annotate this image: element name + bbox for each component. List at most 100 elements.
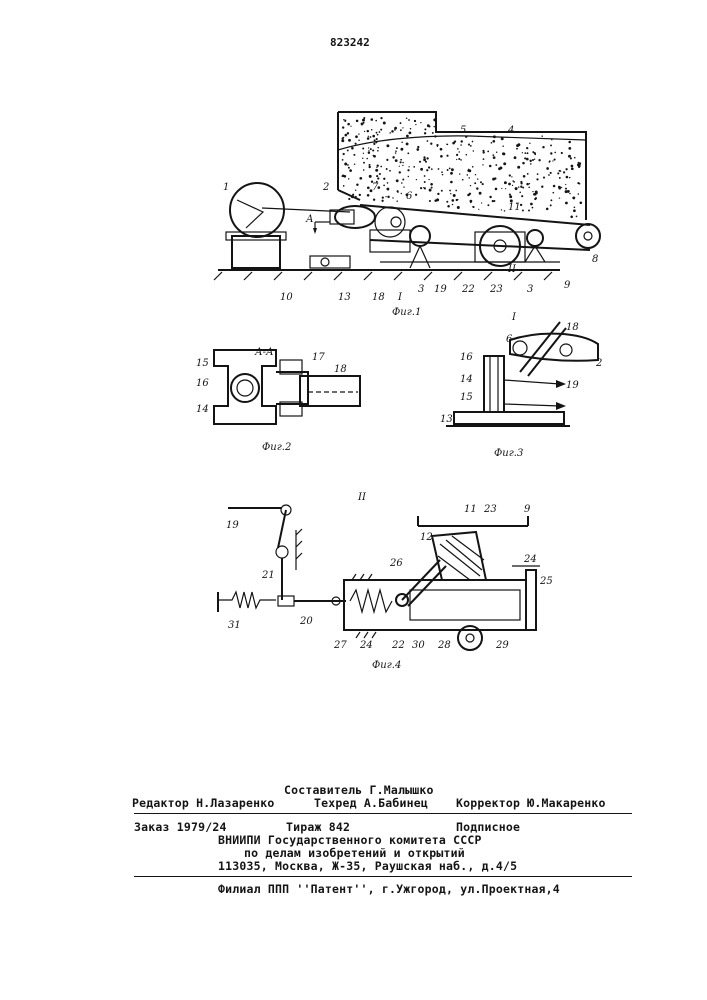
fig2-label-17: 17 xyxy=(312,352,325,363)
grain-dot xyxy=(424,175,426,177)
grain-dot xyxy=(345,134,348,137)
grain-dot xyxy=(520,186,522,188)
grain-dot xyxy=(369,166,371,168)
grain-dot xyxy=(358,133,359,134)
grain-dot xyxy=(550,144,552,146)
grain-dot xyxy=(356,120,359,123)
fig1-label-5: 5 xyxy=(460,125,466,136)
grain-dot xyxy=(409,132,412,135)
grain-dot xyxy=(355,135,358,138)
grain-dot xyxy=(559,197,560,198)
grain-dot xyxy=(363,162,365,164)
grain-dot xyxy=(495,188,498,191)
grain-dot xyxy=(377,147,379,149)
grain-dot xyxy=(563,171,565,173)
grain-dot xyxy=(417,146,419,148)
fig4-label-12: 12 xyxy=(420,532,433,543)
grain-dot xyxy=(446,144,447,145)
grain-dot xyxy=(343,137,344,138)
grain-dot xyxy=(550,172,552,174)
grain-dot xyxy=(492,200,494,202)
grain-dot xyxy=(377,134,379,136)
grain-dot xyxy=(482,183,484,185)
grain-dot xyxy=(546,208,549,211)
grain-dot xyxy=(452,199,455,202)
grain-dot xyxy=(447,169,449,171)
grain-dot xyxy=(550,152,552,154)
grain-dot xyxy=(367,194,370,197)
grain-dot xyxy=(440,148,443,151)
grain-dot xyxy=(420,168,423,171)
grain-dot xyxy=(419,161,421,163)
imprint-compiler: Составитель Г.Малышко xyxy=(284,783,434,797)
grain-dot xyxy=(529,160,531,162)
grain-dot xyxy=(397,190,399,192)
grain-dot xyxy=(429,189,432,192)
grain-dot xyxy=(512,180,514,182)
grain-dot xyxy=(509,174,511,176)
grain-dot xyxy=(425,161,427,163)
fig1-label-13: 13 xyxy=(338,292,351,303)
grain-dot xyxy=(391,130,394,133)
grain-dot xyxy=(462,179,464,181)
grain-dot xyxy=(516,148,518,150)
grain-dot xyxy=(468,144,470,146)
grain-dot xyxy=(401,193,402,194)
grain-dot xyxy=(554,159,556,161)
grain-dot xyxy=(479,192,482,195)
grain-dot xyxy=(457,148,459,150)
grain-dot xyxy=(348,178,349,179)
fig4-label-21: 21 xyxy=(261,570,275,581)
grain-dot xyxy=(565,168,567,170)
fig4-label-9: 9 xyxy=(524,504,531,515)
grain-dot xyxy=(537,173,539,175)
fig4-label-28: 28 xyxy=(437,640,451,651)
grain-dot xyxy=(355,143,357,145)
fig1-detail-mark-2: II xyxy=(507,264,517,275)
grain-dot xyxy=(573,209,576,212)
grain-dot xyxy=(568,147,571,150)
grain-dot xyxy=(452,142,455,145)
grain-dot xyxy=(416,179,417,180)
grain-dot xyxy=(522,210,524,212)
fig3-caption: Фиг.3 xyxy=(494,448,523,459)
imprint-circulation: Тираж 842 xyxy=(286,820,350,834)
grain-dot xyxy=(359,194,361,196)
grain-dot xyxy=(373,155,375,157)
figure-3-drawing: I 6 18 2 16 14 15 19 13 Фиг.3 xyxy=(440,312,602,459)
grain-dot xyxy=(347,164,349,166)
grain-dot xyxy=(377,150,379,152)
grain-dot xyxy=(410,128,411,129)
grain-dot xyxy=(424,181,426,183)
fig1-label-3a: 3 xyxy=(418,284,424,295)
fig2-caption: Фиг.2 xyxy=(262,442,291,453)
grain-dot xyxy=(489,196,491,198)
imprint-rule-2 xyxy=(134,876,632,877)
grain-dot xyxy=(442,174,444,176)
grain-dot xyxy=(380,166,382,168)
imprint-rule-1 xyxy=(134,813,632,814)
grain-dot xyxy=(489,165,492,168)
grain-dot xyxy=(578,193,580,195)
grain-dot xyxy=(511,176,512,177)
grain-dot xyxy=(538,159,540,161)
figure-2-drawing: А-А 15 16 14 17 18 Фиг.2 xyxy=(196,347,360,453)
grain-dot xyxy=(415,194,417,196)
grain-dot xyxy=(472,141,474,143)
fig1-label-22: 22 xyxy=(461,284,475,295)
grain-dot xyxy=(519,192,521,194)
grain-dot xyxy=(344,163,347,166)
grain-dot xyxy=(423,156,425,158)
grain-dot xyxy=(426,169,428,171)
grain-dot xyxy=(376,132,378,134)
grain-dot xyxy=(341,175,342,176)
grain-dot xyxy=(461,140,463,142)
grain-dot xyxy=(504,181,507,184)
grain-dot xyxy=(373,143,375,145)
grain-dot xyxy=(468,169,470,171)
grain-dot xyxy=(379,173,381,175)
grain-dot xyxy=(530,163,532,165)
fig4-caption: Фиг.4 xyxy=(372,660,401,671)
grain-dot xyxy=(561,187,562,188)
grain-dot xyxy=(348,167,350,169)
